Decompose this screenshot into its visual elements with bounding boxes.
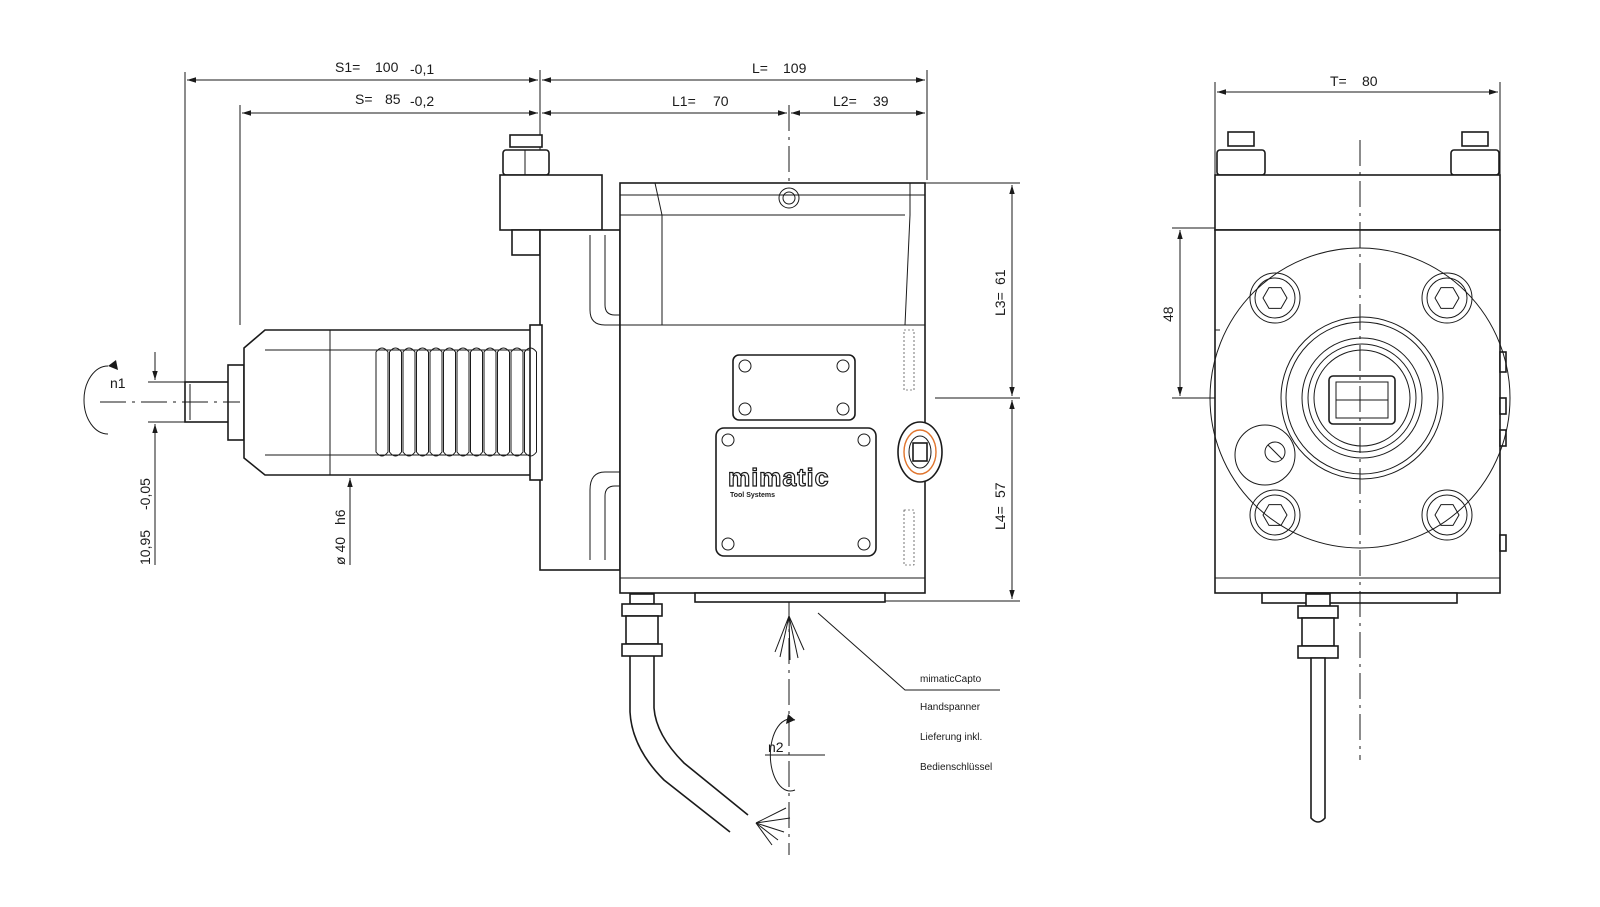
- bellows-rib: [456, 347, 470, 457]
- s1-tolerance: -0,1: [410, 61, 434, 77]
- l1-value: 70: [713, 93, 729, 109]
- l1-label: L1=: [672, 93, 696, 109]
- bellows-rib: [510, 347, 524, 457]
- n2-label: n2: [768, 739, 784, 755]
- side-view: S1= 100 -0,1 S= 85 -0,2 L= 109 L1= 70 L2…: [83, 59, 1020, 855]
- s1-value: 100: [375, 59, 399, 75]
- note-line-1: mimaticCapto: [920, 674, 982, 685]
- rotation-n1: n1: [83, 360, 240, 435]
- flange-bolt: [1421, 489, 1473, 541]
- coolant-spray-lower: [755, 807, 791, 846]
- nameplate: mimatic Tool Systems: [715, 427, 877, 557]
- bellows-rib: [443, 347, 456, 457]
- bellows-rib: [524, 347, 537, 457]
- note-line-3: Lieferung inkl.: [920, 732, 982, 743]
- flange-bolt: [1421, 272, 1473, 324]
- dimension-shaft: 10,95 -0,05: [137, 352, 185, 565]
- notes: mimaticCapto Handspanner Lieferung inkl.…: [920, 674, 992, 773]
- bellows: [375, 347, 537, 457]
- bellows-rib: [389, 347, 402, 457]
- dia-fit: h6: [332, 509, 348, 525]
- note-line-4: Bedienschlüssel: [920, 762, 992, 773]
- bellows-rib: [402, 347, 416, 457]
- s-tolerance: -0,2: [410, 93, 434, 109]
- dimension-t: T= 80: [1214, 73, 1501, 175]
- dimension-s: S= 85 -0,2: [239, 91, 538, 325]
- input-drive: [184, 324, 543, 481]
- adjust-screw: [1234, 424, 1296, 486]
- rotation-n2: n2: [765, 714, 825, 792]
- coolant-hose: [621, 593, 749, 833]
- logo-subtitle: Tool Systems: [730, 492, 775, 499]
- bellows-rib: [470, 347, 483, 457]
- side-studs: [1499, 351, 1507, 552]
- dimension-diameter: ø 40 h6: [332, 478, 353, 565]
- front-view: T= 80 48: [1160, 73, 1511, 823]
- dimension-s1: S1= 100 -0,1: [184, 59, 538, 410]
- cover-plate: [732, 354, 856, 421]
- flange-bolt: [1249, 272, 1301, 324]
- note-leader: [817, 612, 1000, 691]
- bellows-rib: [429, 347, 443, 457]
- front-coolant-hose: [1297, 593, 1339, 823]
- t-label: T=: [1330, 73, 1347, 89]
- l4-value: 57: [992, 482, 1008, 498]
- n1-label: n1: [110, 375, 126, 391]
- coolant-spray-center: [774, 615, 805, 661]
- bellows-rib: [497, 347, 510, 457]
- l3-value: 61: [992, 269, 1008, 285]
- bellows-rib: [375, 347, 389, 457]
- clamp-bolt: [499, 134, 603, 256]
- flange-bolts: [1249, 272, 1473, 541]
- bellows-rib: [483, 347, 497, 457]
- back-plate: [539, 229, 621, 571]
- bracket-lower: [589, 471, 620, 560]
- l2-label: L2=: [833, 93, 857, 109]
- dimension-l3-l4: L3= 61 L4= 57: [885, 182, 1020, 602]
- flange-bolt: [1249, 489, 1301, 541]
- mimatic-logo: mimatic: [728, 464, 829, 492]
- l-value: 109: [783, 60, 807, 76]
- s1-label: S1=: [335, 59, 360, 75]
- shaft-value: 10,95: [137, 530, 153, 565]
- l4-label: L4=: [992, 506, 1008, 530]
- dia-value: ø 40: [332, 537, 348, 565]
- s-label: S=: [355, 91, 373, 107]
- l3-label: L3=: [992, 292, 1008, 316]
- bracket-upper: [589, 235, 620, 326]
- note-line-2: Handspanner: [920, 702, 981, 713]
- spindle: [1280, 316, 1444, 480]
- hand-clamp-knob: [897, 329, 943, 566]
- s-value: 85: [385, 91, 401, 107]
- t-value: 80: [1362, 73, 1378, 89]
- l2-value: 39: [873, 93, 889, 109]
- l-label: L=: [752, 60, 768, 76]
- front-clamp-bar: [1214, 174, 1501, 231]
- bellows-rib: [416, 347, 429, 457]
- shaft-tolerance: -0,05: [137, 478, 153, 510]
- h48-value: 48: [1160, 306, 1176, 322]
- dimension-l1-l2: L1= 70 L2= 39: [542, 93, 925, 116]
